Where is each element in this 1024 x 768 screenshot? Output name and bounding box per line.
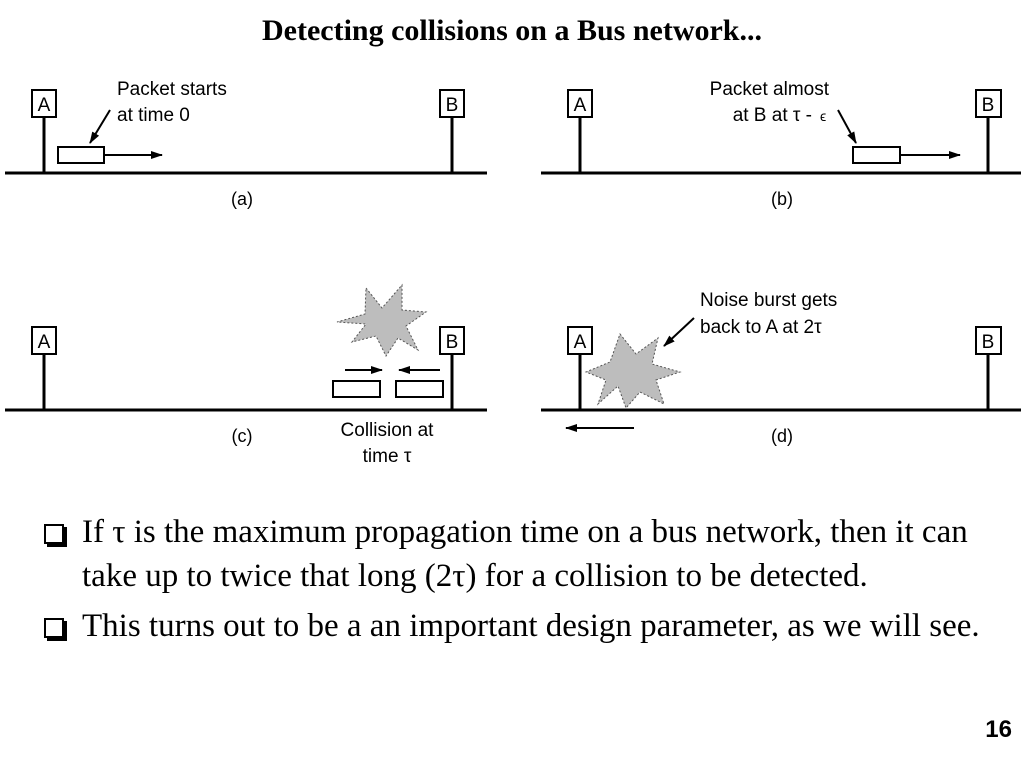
panel-caption: (c)	[232, 426, 253, 446]
pointer-arrow	[663, 317, 695, 347]
station-a-label: A	[38, 95, 51, 116]
panel-c: A B (c) Collision at time τ	[5, 283, 487, 467]
page-number: 16	[985, 716, 1012, 743]
panel-caption: (d)	[771, 426, 793, 446]
checkbox-bullet-icon	[44, 618, 64, 638]
station-a-label: A	[574, 95, 587, 116]
station-b-box	[975, 89, 1002, 118]
checkbox-bullet-icon	[44, 524, 64, 544]
bullet-item: This turns out to be a an important desi…	[44, 604, 984, 648]
noise-burst	[584, 332, 682, 409]
station-a-box	[567, 326, 593, 355]
annotation-line-1: Noise burst gets	[700, 290, 837, 311]
packet-from-b	[395, 380, 444, 398]
pointer-arrow	[837, 109, 857, 144]
station-a-box	[31, 326, 57, 355]
packet	[57, 146, 105, 164]
pointer-arrow	[89, 109, 111, 144]
station-a-label: A	[574, 332, 587, 353]
annotation-line-1: Packet almost	[710, 79, 830, 100]
bullet-item: If τ is the maximum propagation time on …	[44, 510, 984, 598]
annotation-line-1: Packet starts	[117, 79, 227, 100]
annotation-line-2: back to A at 2τ	[700, 317, 822, 338]
station-a-box	[567, 89, 593, 118]
epsilon-symbol: ϵ	[820, 108, 826, 124]
annotation-line-2: at time 0	[117, 105, 190, 126]
annotation-line-2: time τ	[363, 446, 412, 467]
bullet-text: This turns out to be a an important desi…	[82, 608, 980, 644]
station-b-box	[975, 326, 1002, 355]
panel-d: A B Noise burst gets back to A at 2τ (d)	[541, 290, 1021, 446]
bus-collision-diagram: A B Packet starts at time 0 (a) A B Pack…	[5, 79, 1021, 467]
panel-caption: (a)	[231, 189, 253, 209]
station-b-box	[439, 326, 465, 355]
packet-from-a	[332, 380, 381, 398]
panel-a: A B Packet starts at time 0 (a)	[5, 79, 487, 209]
station-b-label: B	[982, 95, 995, 116]
bullet-text: If τ is the maximum propagation time on …	[82, 514, 968, 594]
panel-caption: (b)	[771, 189, 793, 209]
collision-burst	[336, 283, 428, 357]
packet	[852, 146, 901, 164]
station-a-label: A	[38, 332, 51, 353]
bullet-list: If τ is the maximum propagation time on …	[44, 510, 984, 654]
station-b-box	[439, 89, 465, 118]
station-b-label: B	[446, 95, 459, 116]
panel-b: A B Packet almost at B at τ - ϵ (b)	[541, 79, 1021, 209]
slide-title: Detecting collisions on a Bus network...	[261, 14, 762, 47]
station-b-label: B	[446, 332, 459, 353]
annotation-line-2: at B at τ -	[733, 105, 812, 126]
station-a-box	[31, 89, 57, 118]
annotation-line-1: Collision at	[341, 420, 435, 441]
station-b-label: B	[982, 332, 995, 353]
